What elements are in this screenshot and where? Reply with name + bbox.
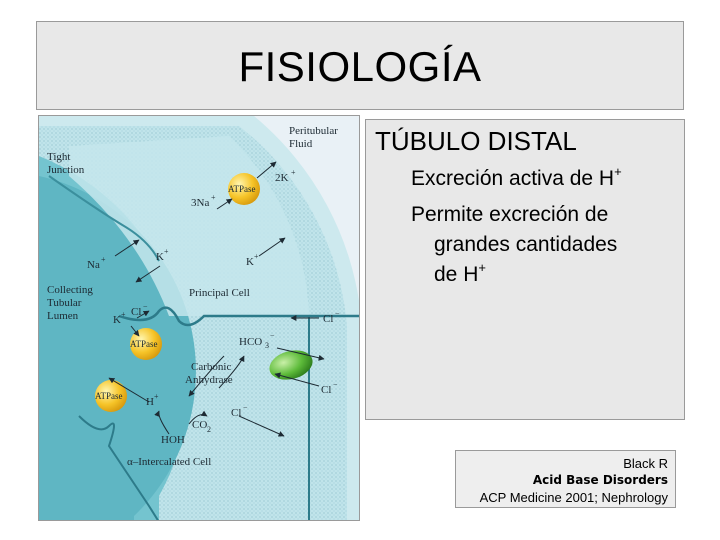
- svg-text:−: −: [270, 331, 275, 340]
- svg-text:−: −: [243, 403, 248, 412]
- citation-author: Black R: [623, 456, 668, 471]
- content-box: TÚBULO DISTAL Excreción activa de H+ Per…: [365, 119, 685, 420]
- svg-text:+: +: [211, 193, 216, 202]
- title-box: FISIOLOGÍA: [36, 21, 684, 110]
- atpase-pump-lower: ATPase: [95, 380, 127, 412]
- svg-text:+: +: [164, 247, 169, 256]
- chloride-bicarbonate-exchanger: [269, 350, 313, 380]
- ion-na: Na +: [87, 255, 106, 271]
- svg-text:+: +: [291, 168, 296, 177]
- label-carbonic: Carbonic: [191, 361, 231, 373]
- svg-text:K: K: [113, 314, 121, 326]
- bullet-1-sup: +: [614, 164, 622, 179]
- label-collecting: Collecting: [47, 284, 93, 296]
- svg-text:+: +: [121, 310, 126, 319]
- svg-text:3Na: 3Na: [191, 197, 209, 209]
- tight-junction: [48, 175, 160, 262]
- svg-text:+: +: [101, 255, 106, 264]
- label-junction: Junction: [47, 164, 85, 176]
- transport-arrows: [108, 161, 325, 437]
- svg-text:CO: CO: [192, 419, 207, 431]
- ion-3na: 3Na +: [191, 193, 216, 209]
- section-heading: TÚBULO DISTAL: [375, 126, 577, 156]
- svg-text:−: −: [335, 309, 340, 318]
- label-fluid: Fluid: [289, 138, 313, 150]
- svg-text:−: −: [143, 302, 148, 311]
- svg-text:K: K: [246, 256, 254, 268]
- svg-text:−: −: [333, 380, 338, 389]
- svg-text:2: 2: [207, 425, 211, 434]
- cell-membrane: [118, 306, 359, 327]
- ion-hco3: HCO 3 −: [239, 331, 275, 350]
- citation-box: Black R Acid Base Disorders ACP Medicine…: [455, 450, 676, 508]
- svg-text:+: +: [154, 392, 159, 401]
- bullet-2-line3: de H: [434, 263, 479, 286]
- svg-text:K: K: [156, 251, 164, 263]
- ion-h: H +: [146, 392, 159, 408]
- ion-k-right: K +: [246, 252, 259, 268]
- svg-text:ATPase: ATPase: [228, 184, 256, 194]
- ion-cl-exchanger: Cl −: [321, 380, 338, 396]
- svg-text:Cl: Cl: [321, 384, 331, 396]
- bullet-active-excretion: Excreción activa de H+: [411, 164, 622, 194]
- svg-text:H: H: [146, 396, 154, 408]
- bullet-large-excretion: Permite excreción de grandes cantidades …: [411, 200, 661, 290]
- bullet-2-line2: grandes cantidades: [434, 233, 618, 256]
- atpase-pump-upper: ATPase: [130, 328, 162, 360]
- citation-source: ACP Medicine 2001; Nephrology: [479, 490, 668, 505]
- ion-2k: 2K +: [275, 168, 296, 184]
- label-intercalated-cell: α–Intercalated Cell: [127, 456, 211, 468]
- svg-text:Na: Na: [87, 259, 100, 271]
- label-anhydrase: Anhydrase: [185, 374, 233, 386]
- ion-co2: CO 2: [192, 419, 211, 434]
- ion-cl-right: Cl −: [323, 309, 340, 325]
- svg-text:ATPase: ATPase: [95, 391, 123, 401]
- svg-text:3: 3: [265, 341, 269, 350]
- lower-junction: [78, 415, 159, 520]
- svg-text:Cl: Cl: [231, 407, 241, 419]
- label-tubular: Tubular: [47, 297, 82, 309]
- bullet-2-sup: +: [478, 260, 486, 275]
- tubule-diagram: Peritubular Fluid Tight Junction Collect…: [38, 115, 360, 521]
- ion-k-upper: K +: [156, 247, 169, 263]
- svg-text:Cl: Cl: [131, 306, 141, 318]
- bullet-2-line3-wrap: de H+: [411, 260, 661, 290]
- label-tight: Tight: [47, 151, 70, 163]
- label-principal-cell: Principal Cell: [189, 287, 250, 299]
- label-hoh: HOH: [161, 434, 185, 446]
- label-lumen: Lumen: [47, 310, 79, 322]
- atpase-pump-principal: ATPase: [228, 173, 260, 205]
- svg-text:+: +: [254, 252, 259, 261]
- svg-text:Cl: Cl: [323, 313, 333, 325]
- svg-text:HCO: HCO: [239, 336, 262, 348]
- tubule-diagram-svg: Peritubular Fluid Tight Junction Collect…: [39, 116, 359, 520]
- ion-k-lumen: K +: [113, 310, 126, 326]
- bullet-1-text: Excreción activa de H: [411, 167, 615, 190]
- bullet-2-line1: Permite excreción de: [411, 203, 609, 226]
- svg-text:ATPase: ATPase: [130, 339, 158, 349]
- label-peritubular: Peritubular: [289, 125, 338, 137]
- ion-cl-principal: Cl −: [131, 302, 148, 318]
- svg-text:2K: 2K: [275, 172, 289, 184]
- ion-cl-lower: Cl −: [231, 403, 248, 419]
- citation-work: Acid Base Disorders: [532, 473, 668, 487]
- slide-title: FISIOLOGÍA: [238, 43, 482, 90]
